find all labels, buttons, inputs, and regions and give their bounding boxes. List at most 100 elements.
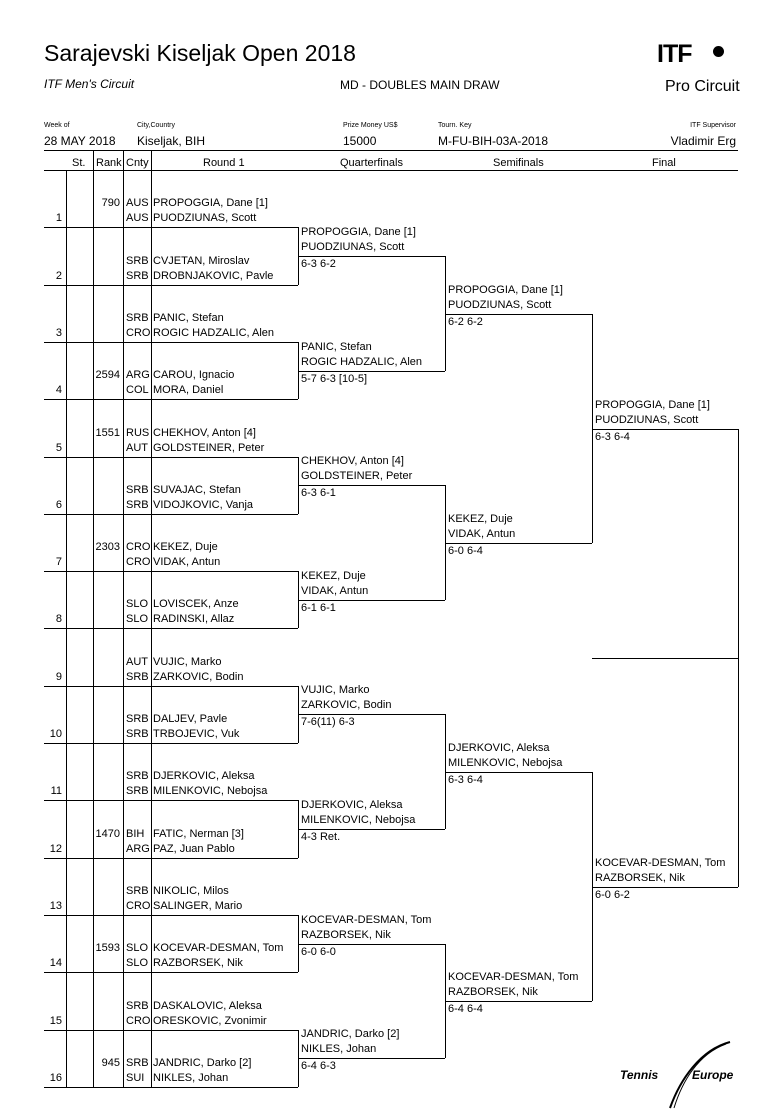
- entry-player: CHEKHOV, Anton [4]: [153, 426, 256, 439]
- entry-country: AUS: [126, 212, 149, 225]
- final-line: [592, 887, 738, 888]
- sf-line: [445, 543, 592, 544]
- draw-name: MD - DOUBLES MAIN DRAW: [340, 78, 500, 92]
- info-label-prize: Prize Money US$: [343, 122, 398, 129]
- position-number: 6: [55, 498, 62, 511]
- position-number: 8: [55, 613, 62, 626]
- sf-winner-name: PUODZIUNAS, Scott: [448, 299, 552, 311]
- entry-country: SLO: [126, 957, 149, 970]
- entry-player: PROPOGGIA, Dane [1]: [153, 197, 268, 210]
- sf-line: [445, 314, 592, 315]
- entry-player: KOCEVAR-DESMAN, Tom: [153, 942, 284, 955]
- position-number: 4: [55, 384, 62, 397]
- entry-rule: [44, 914, 298, 916]
- position-number: 15: [49, 1014, 62, 1027]
- entry-rule: [44, 227, 298, 229]
- sf-winner-name: KEKEZ, Duje: [448, 513, 513, 525]
- entry-rule: [44, 513, 298, 515]
- entry-rule: [44, 1029, 298, 1031]
- entry-player: LOVISCEK, Anze: [153, 598, 239, 611]
- entry-country: SRB: [126, 483, 149, 496]
- qf-line: [298, 944, 445, 945]
- entry-country: RUS: [126, 426, 150, 439]
- sf-winner-name: RAZBORSEK, Nik: [448, 986, 538, 998]
- final-name: KOCEVAR-DESMAN, Tom: [595, 857, 726, 869]
- qf-line: [298, 256, 445, 257]
- entry-player: CVJETAN, Miroslav: [153, 254, 250, 267]
- entry-rule: [44, 456, 298, 458]
- col-header-rank: Rank: [96, 157, 122, 169]
- qf-line: [298, 829, 445, 830]
- qf-winner-name: ZARKOVIC, Bodin: [301, 699, 392, 711]
- entry-country: CRO: [126, 899, 151, 912]
- entry-player: VIDAK, Antun: [153, 556, 221, 569]
- col-sep-cnty: [123, 150, 124, 1088]
- entry-rank: 2303: [95, 541, 120, 554]
- position-number: 5: [55, 441, 62, 454]
- qf-score: 6-1 6-1: [301, 602, 336, 614]
- entry-rank: 790: [101, 197, 120, 210]
- entry-country: SLO: [126, 613, 149, 626]
- qf-connector: [445, 256, 446, 371]
- round1-connector: [298, 571, 299, 629]
- info-label-key: Tourn. Key: [438, 122, 472, 129]
- entry-country: CRO: [126, 541, 151, 554]
- qf-score: 6-0 6-0: [301, 946, 336, 958]
- entry-country: SRB: [126, 728, 149, 740]
- position-number: 14: [49, 957, 62, 970]
- entry-country: ARG: [126, 842, 150, 855]
- pro-circuit-text: Pro Circuit: [665, 78, 740, 95]
- sf-line: [445, 1001, 592, 1002]
- entry-rule: [44, 341, 298, 343]
- position-number: 13: [49, 899, 62, 912]
- qf-winner-name: DJERKOVIC, Aleksa: [301, 799, 403, 811]
- col-header-final: Final: [652, 157, 676, 169]
- final-name: PUODZIUNAS, Scott: [595, 414, 699, 426]
- qf-winner-name: KEKEZ, Duje: [301, 570, 366, 582]
- info-label-city: City,Country: [137, 122, 175, 129]
- sf-winner-name: MILENKOVIC, Nebojsa: [448, 757, 563, 769]
- sf-score: 6-2 6-2: [448, 316, 483, 328]
- col-sep-rank: [93, 150, 94, 1088]
- entry-country: SLO: [126, 942, 149, 955]
- itf-logo-text: ITF: [657, 40, 692, 68]
- qf-winner-name: KOCEVAR-DESMAN, Tom: [301, 914, 432, 926]
- header-bottom-rule: [44, 170, 738, 171]
- entry-country: SUI: [126, 1071, 145, 1084]
- tennis-ball-icon: [713, 46, 724, 57]
- info-value-city: Kiseljak, BIH: [137, 134, 206, 148]
- entry-rank: 2594: [95, 369, 120, 382]
- entry-country: SRB: [126, 999, 149, 1012]
- sf-winner-name: PROPOGGIA, Dane [1]: [448, 284, 563, 296]
- entry-player: FATIC, Nerman [3]: [153, 827, 244, 840]
- sf-connector: [592, 314, 593, 543]
- final-score: 6-3 6-4: [595, 431, 630, 443]
- position-number: 12: [49, 842, 62, 855]
- entry-country: SLO: [126, 598, 149, 611]
- header-top-rule: [44, 150, 738, 151]
- position-number: 11: [50, 785, 62, 798]
- entry-rule: [44, 972, 298, 974]
- qf-winner-name: NIKLES, Johan: [301, 1043, 377, 1055]
- qf-winner-name: PANIC, Stefan: [301, 341, 372, 353]
- entry-country: SRB: [126, 713, 149, 725]
- entry-player: VUJIC, Marko: [153, 655, 222, 668]
- position-number: 10: [49, 728, 62, 740]
- entry-player: NIKOLIC, Milos: [153, 884, 229, 897]
- entry-player: PANIC, Stefan: [153, 311, 224, 324]
- final-connector: [738, 429, 739, 887]
- entry-country: CRO: [126, 1014, 151, 1027]
- info-value-supervisor: Vladimir Erg: [670, 134, 736, 148]
- col-header-round1: Round 1: [203, 157, 245, 169]
- circuit-label: ITF Men's Circuit: [44, 77, 135, 91]
- entry-country: SRB: [126, 269, 149, 282]
- round1-connector: [298, 341, 299, 400]
- entry-rule: [44, 399, 298, 401]
- qf-score: 6-4 6-3: [301, 1060, 336, 1072]
- entry-rule: [44, 685, 298, 687]
- col-sep-name: [151, 150, 152, 1088]
- entry-player: DALJEV, Pavle: [153, 713, 228, 725]
- qf-score: 4-3 Ret.: [301, 831, 341, 843]
- entry-player: MILENKOVIC, Nebojsa: [153, 785, 268, 798]
- entry-rank: 1470: [95, 827, 120, 840]
